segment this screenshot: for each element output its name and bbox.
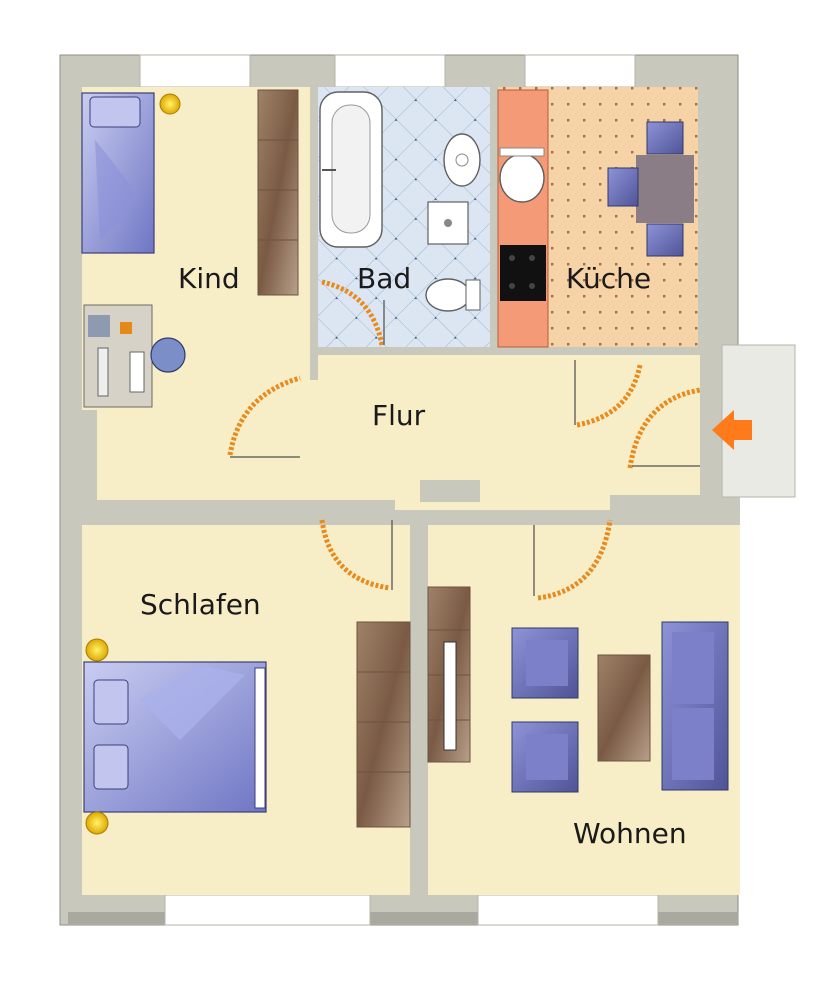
bad-fixtures: [319, 91, 481, 312]
kitchen-sink: [499, 153, 545, 203]
room-label-kind: Kind: [178, 262, 240, 295]
interior-walls: [82, 87, 740, 895]
kind-wardrobe: [257, 89, 299, 296]
door-leaves: [230, 300, 700, 596]
kitchen-chair: [646, 121, 684, 155]
kind-chair: [150, 337, 186, 373]
kitchen-chair: [646, 223, 684, 257]
doors: [227, 279, 701, 601]
floor-flur: [300, 355, 700, 510]
door-wohnen: [537, 519, 613, 601]
lamp-icon: [85, 638, 109, 662]
door-bad: [321, 279, 385, 346]
room-labels: Kind Bad Küche Flur Schlafen Wohnen: [140, 262, 687, 850]
stove: [500, 245, 546, 301]
door-kueche: [576, 364, 643, 428]
room-label-wohnen: Wohnen: [573, 817, 687, 850]
kind-furniture: [81, 89, 299, 408]
toilet: [425, 278, 471, 312]
washbasin: [443, 133, 481, 187]
kitchen-table: [636, 155, 694, 223]
room-label-flur: Flur: [372, 399, 426, 432]
entrance-arrow-icon: [712, 410, 752, 450]
room-label-bad: Bad: [357, 262, 411, 295]
entrance-area: [712, 344, 796, 498]
door-schlafen: [319, 519, 391, 591]
door-kind: [227, 375, 301, 456]
tv: [443, 641, 457, 751]
door-entrance: [627, 387, 701, 469]
kitchen-chair: [607, 167, 639, 207]
wohnen-furniture: [427, 586, 729, 793]
room-label-kueche: Küche: [566, 262, 651, 295]
kueche-fixtures: [497, 89, 694, 348]
room-label-schlafen: Schlafen: [140, 588, 261, 621]
schlafen-furniture: [83, 621, 411, 835]
coffee-table: [597, 654, 651, 762]
lamp-icon: [85, 811, 109, 835]
schlafen-wardrobe: [356, 621, 411, 828]
lamp-icon: [159, 93, 181, 115]
kitchen-counter: [497, 89, 549, 348]
